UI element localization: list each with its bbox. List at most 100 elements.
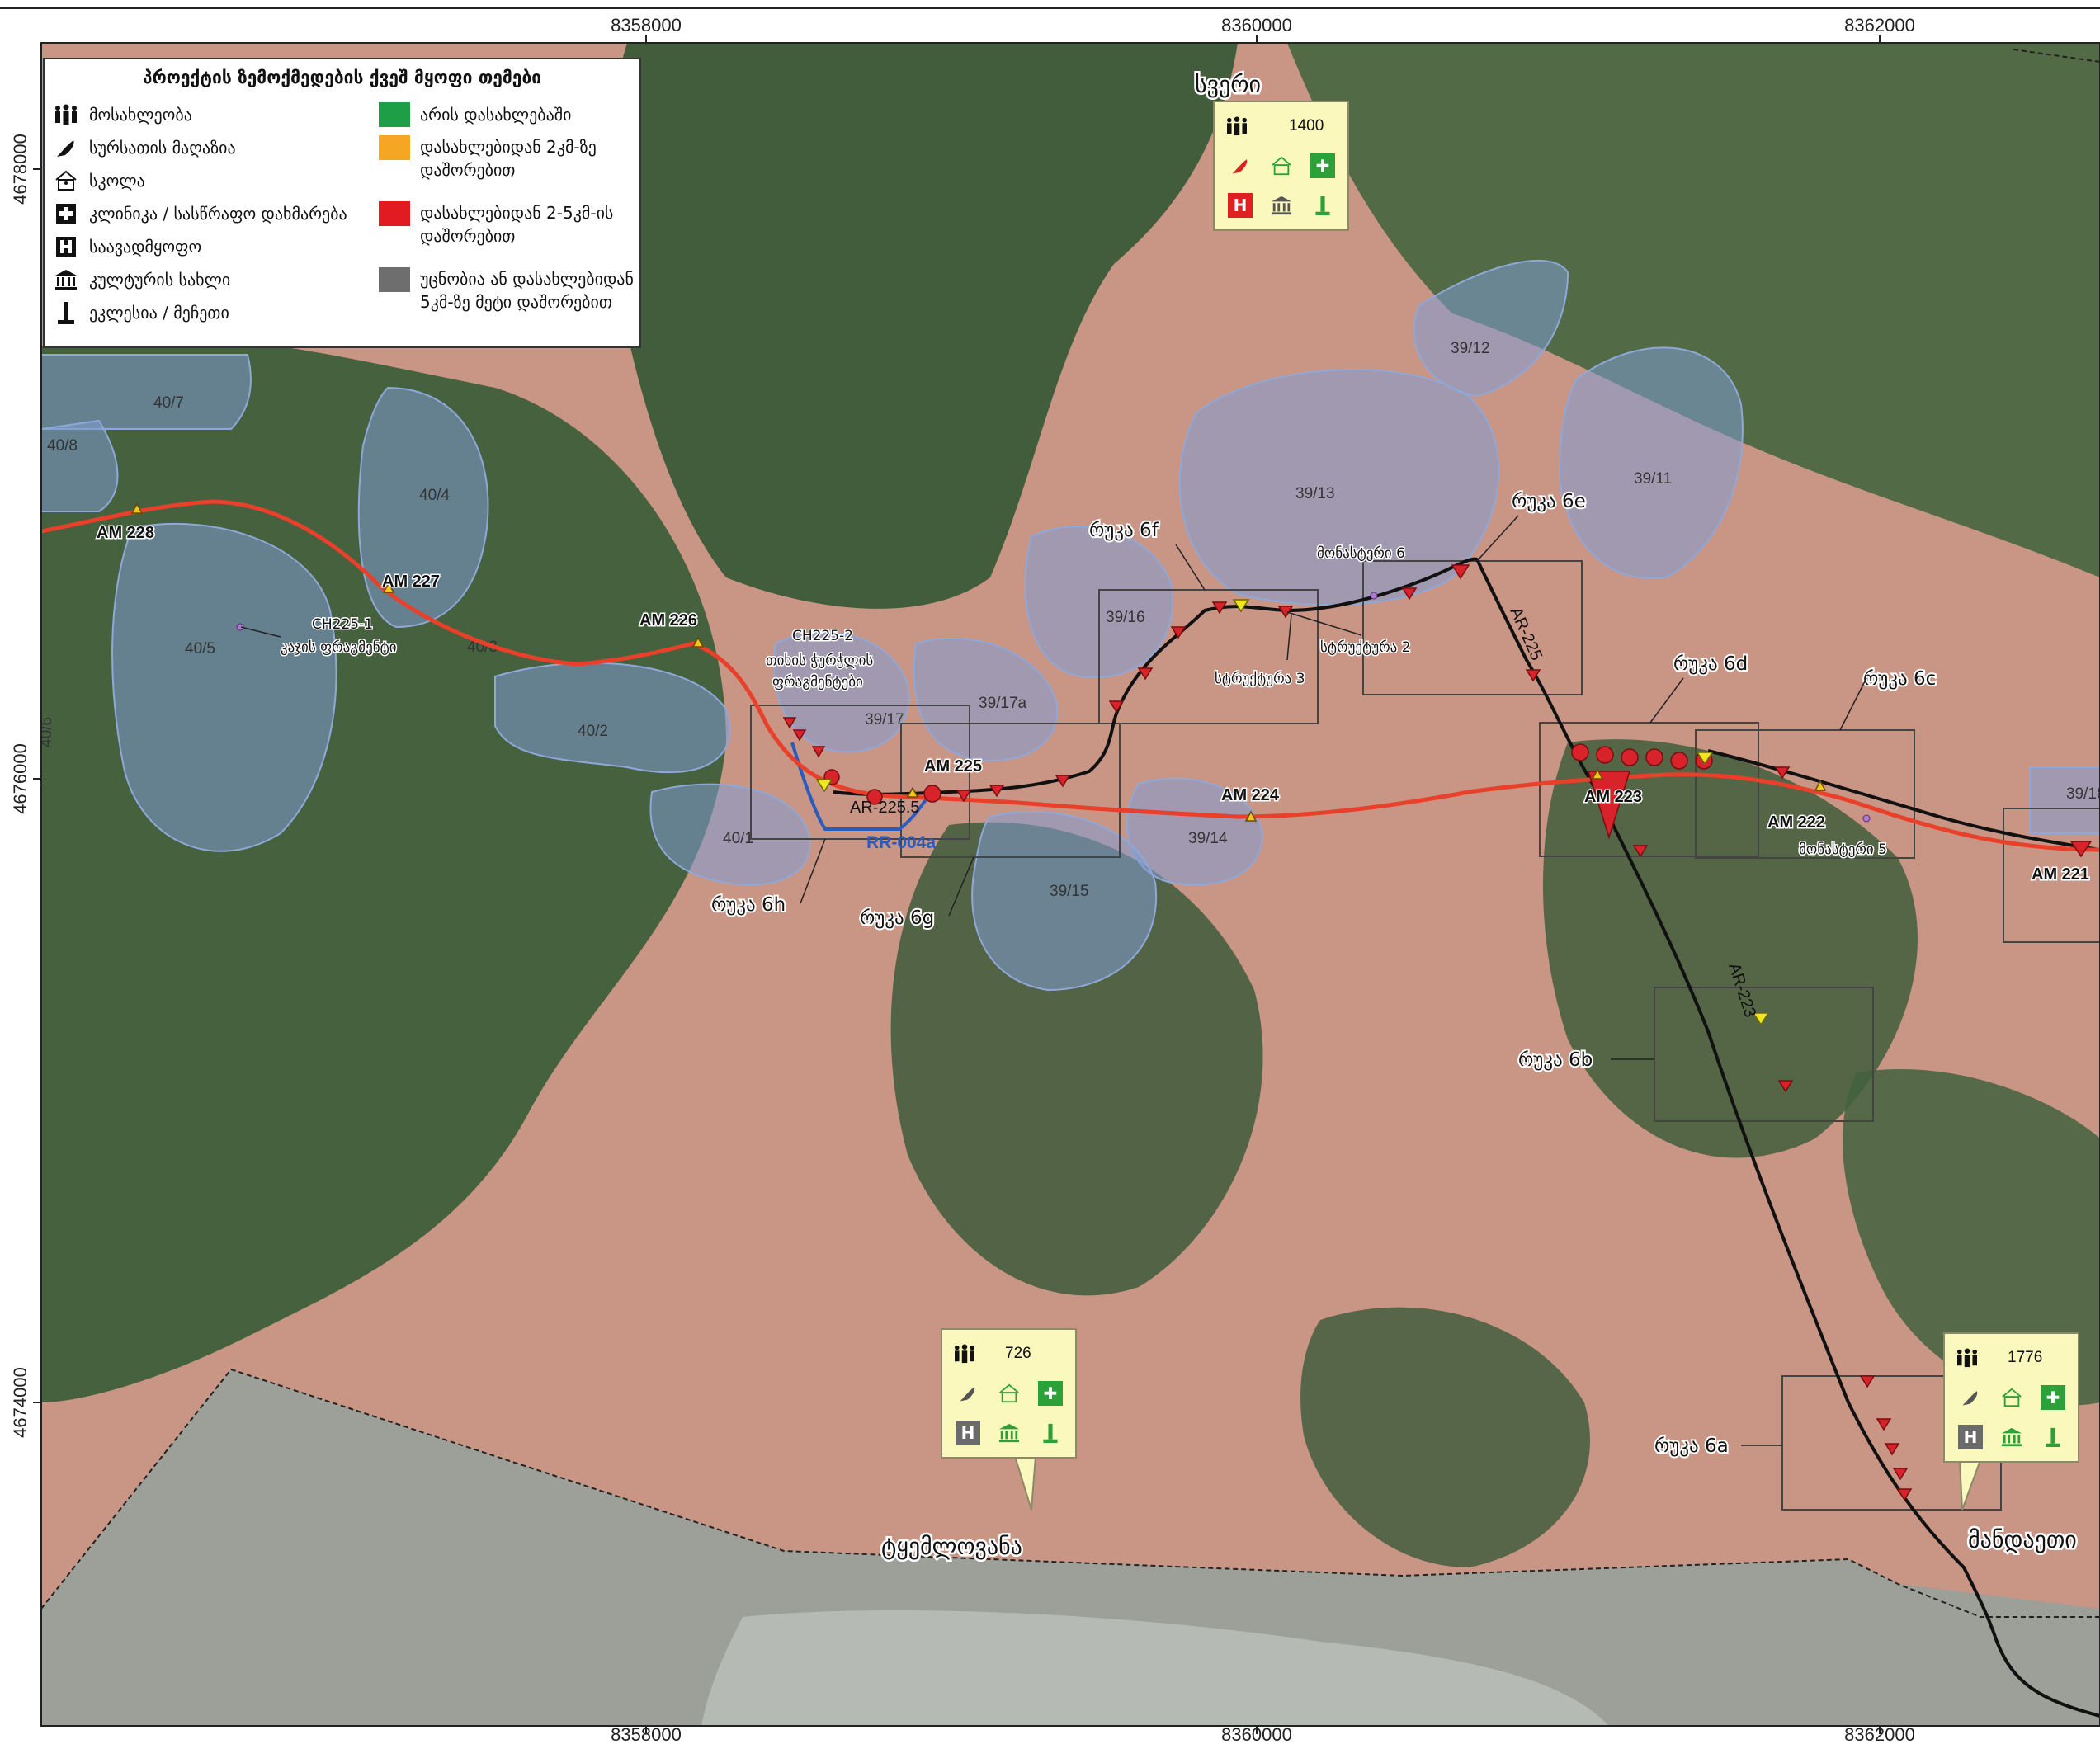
route-label-rr004a: RR-004a [866, 833, 936, 852]
legend-label: კულტურის სახლი [89, 270, 231, 290]
impact-marker [989, 785, 1005, 798]
leader-line [1286, 614, 1292, 661]
am-marker [1244, 810, 1258, 822]
frame-6g [900, 723, 1121, 858]
population-value: 1776 [2008, 1349, 2043, 1366]
population-value: 1400 [1289, 117, 1324, 134]
zone-label: 39/11 [1634, 470, 1672, 488]
impact-marker [1777, 1080, 1794, 1093]
zone-40-8 [41, 419, 119, 512]
site-leaders [240, 611, 1362, 661]
legend: პროექტის ზემოქმედების ქვეშ მყოფი თემები … [43, 58, 641, 348]
impact-marker [782, 717, 797, 729]
legend-category-label: დასახლებიდან 2კმ-ზე დაშორებით [420, 137, 597, 180]
frame-label-6a: რუკა 6a [1654, 1435, 1729, 1457]
impact-marker [1884, 1443, 1900, 1456]
legend-item-hospital: საავადმყოფო [53, 234, 201, 259]
zone-label: 40/2 [578, 723, 608, 740]
zone-label: 40/3 [467, 639, 498, 656]
frame-6e [1362, 560, 1583, 695]
am-marker [1814, 780, 1827, 791]
impact-circle [1571, 743, 1589, 761]
zone-40-5 [111, 522, 337, 852]
site-structure-2: სტრუქტურა 2 [1320, 639, 1411, 656]
site-ch225-2-name: ფრაგმენტები [772, 674, 863, 691]
am-label: AM 223 [1584, 788, 1642, 806]
am-marker [382, 582, 395, 593]
zone-label: 39/17 [865, 711, 904, 728]
impact-marker [1896, 1488, 1913, 1501]
legend-item-clinic: კლინიკა / სასწრაფო დახმარება [53, 201, 347, 226]
urban-area [41, 1369, 2100, 1726]
leader-line [1649, 677, 1684, 724]
y-axis-label: 4678000 [10, 134, 31, 205]
zone-label: 40/1 [723, 830, 753, 847]
culture-house-icon [53, 267, 79, 292]
food-shop-icon [1958, 1385, 1983, 1410]
culture-house-icon [1999, 1425, 2024, 1449]
legend-category-label: უცნობია ან დასახლებიდან 5კმ-ზე მეტი დაშო… [420, 269, 634, 312]
route-label-ar2255: AR-225.5 [850, 799, 920, 817]
forest-area [1843, 1069, 2100, 1406]
impact-circle [1621, 748, 1639, 766]
legend-category-label: დასახლებიდან 2-5კმ-ის დაშორებით [420, 203, 614, 246]
hospital-icon [53, 234, 79, 259]
population-icon [53, 102, 79, 127]
legend-label: კლინიკა / სასწრაფო დახმარება [89, 204, 347, 224]
food-shop-icon [1228, 153, 1253, 178]
zone-label: 39/16 [1106, 609, 1145, 626]
leader-line [1476, 515, 1519, 562]
am-label: AM 228 [97, 524, 154, 542]
frame-am221 [2003, 808, 2100, 943]
legend-category-2-5km: დასახლებიდან 2-5კმ-ის დაშორებით [379, 201, 635, 247]
impact-circle [1645, 748, 1663, 766]
impact-marker [811, 746, 826, 758]
x-axis-label: 8360000 [1221, 15, 1292, 35]
impact-marker [1108, 700, 1125, 714]
legend-item-food-shop: სურსათის მაღაზია [53, 135, 236, 160]
zone-40-1 [649, 783, 811, 886]
y-axis-label: 4674000 [10, 1367, 31, 1438]
leader-line [1839, 677, 1867, 731]
impact-marker [1859, 1375, 1876, 1388]
site-points [236, 592, 1871, 823]
am-marker [130, 502, 144, 514]
frame-label-6b: რუკა 6b [1518, 1049, 1593, 1071]
zone-39-18 [2029, 766, 2100, 834]
site-ch225-2-name: თიხის ჭურჭლის [766, 653, 873, 669]
frame-label-6c: რუკა 6c [1863, 668, 1936, 690]
population-value: 726 [1005, 1345, 1031, 1362]
frame-label-6g: რუკა 6g [860, 907, 934, 929]
settlement-callout-sveri: 1400 ✚ H [1213, 101, 1349, 231]
legend-label: სკოლა [89, 171, 145, 191]
map-imagery: 40/7 40/8 40/4 40/5 40/3 40/2 40/6 40/1 … [41, 43, 2100, 1726]
forest-area [603, 43, 1238, 609]
site-structure-3: სტრუქტურა 3 [1215, 671, 1305, 687]
frame-label-6f: რუკა 6f [1089, 520, 1159, 541]
zone-40-2 [494, 662, 731, 774]
am-label: AM 225 [924, 757, 982, 775]
town-mandaeti: მანდაეთი [1968, 1526, 2077, 1553]
impact-marker [1632, 845, 1649, 858]
legend-label: მოსახლეობა [89, 105, 192, 125]
zone-39-11 [1558, 346, 1744, 580]
caution-marker [1696, 752, 1714, 766]
zone-label: 39/18 [2066, 785, 2100, 803]
forest-area [1543, 739, 1918, 1158]
impact-marker [792, 729, 807, 742]
legend-item-school: სკოლა [53, 168, 145, 193]
admin-boundary [41, 1368, 2100, 1618]
clinic-icon: ✚ [2041, 1385, 2065, 1410]
impact-circle [866, 789, 883, 805]
legend-category-unknown: უცნობია ან დასახლებიდან 5კმ-ზე მეტი დაშო… [379, 267, 635, 313]
route-rr004a [790, 742, 934, 831]
clinic-icon: ✚ [1310, 153, 1335, 178]
impact-marker [1525, 669, 1541, 682]
zone-39-17 [773, 631, 910, 753]
impact-marker [956, 790, 972, 803]
x-axis-label: 8362000 [1844, 15, 1915, 35]
impact-marker [1170, 626, 1187, 639]
caution-marker [1232, 599, 1250, 613]
y-axis-label: 4676000 [10, 743, 31, 814]
